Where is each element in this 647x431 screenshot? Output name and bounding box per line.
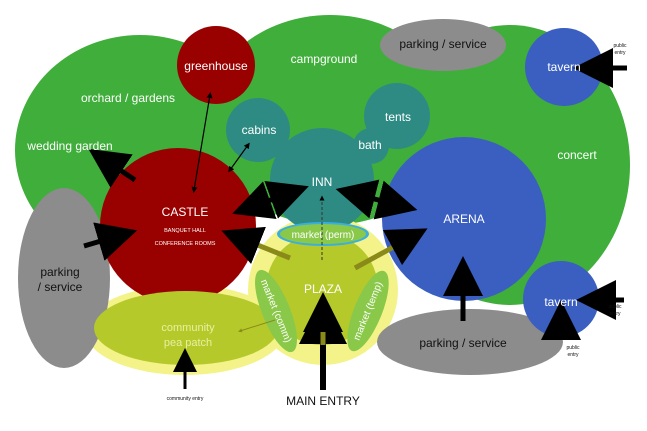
plaza-zone [266,233,378,345]
bath-label: bath [358,138,381,152]
pea-patch-label-line2: pea patch [164,337,212,349]
parking-left-label-line1: parking [40,265,79,279]
wedding-garden-label: wedding garden [26,139,112,153]
greenhouse-zone [177,26,255,104]
public-entry-bottom-label-1: public [566,345,580,351]
castle-parking-arrow [83,222,138,261]
market-perm-zone [280,224,366,244]
public-entry-right-label-2: entry [609,311,621,317]
parking-top-label: parking / service [399,37,487,51]
parking-bottom-label: parking / service [419,336,507,350]
castle-label: CASTLE [162,205,209,219]
orchard-gardens-label: orchard / gardens [81,91,175,105]
parking-top-zone [380,19,506,71]
market-comm-zone [255,269,297,353]
public-entry-bottom-label-2: entry [567,352,579,358]
plaza-arena-arrow [353,228,428,271]
pea-patch-zone [94,291,278,365]
concert-label: concert [557,148,597,162]
campground-label: campground [291,52,358,66]
parking-bottom-zone [377,309,563,375]
tents-label: tents [385,110,411,124]
greenhouse-label: greenhouse [184,59,248,73]
market-temp-zone [347,270,389,352]
parking-left-label-line2: / service [38,280,83,294]
cabins-label: cabins [242,123,277,137]
public-entry-right-label-1: public [608,304,622,310]
castle-banquet-label: BANQUET HALL [164,228,206,234]
plaza-label: PLAZA [304,282,342,296]
greenhouse-castle-arrow [191,92,213,193]
inn-arena-arrow [335,179,418,220]
arena-label: ARENA [443,212,484,226]
pea-patch-label-line1: community [161,322,215,334]
public-entry-top-label-2: entry [614,50,626,56]
market-perm-label: market (perm) [292,230,355,241]
plaza-castle-arrow [221,226,291,264]
castle-conference-label: CONFERENCE ROOMS [155,241,216,247]
community-entry-label: community entry [167,396,204,402]
public-entry-top-label-1: public [613,43,627,49]
inn-castle-arrow [232,180,309,220]
castle-wedding-arrow [88,148,137,188]
castle-zone [100,148,256,304]
cabins-castle-arrow [228,142,250,173]
pea-patch-arrow [238,319,276,333]
parking-left-zone [18,188,110,368]
tavern-top-label: tavern [547,60,580,74]
main-entry-label: MAIN ENTRY [286,394,360,408]
inn-label: INN [312,175,333,189]
tavern-bottom-label: tavern [544,295,577,309]
